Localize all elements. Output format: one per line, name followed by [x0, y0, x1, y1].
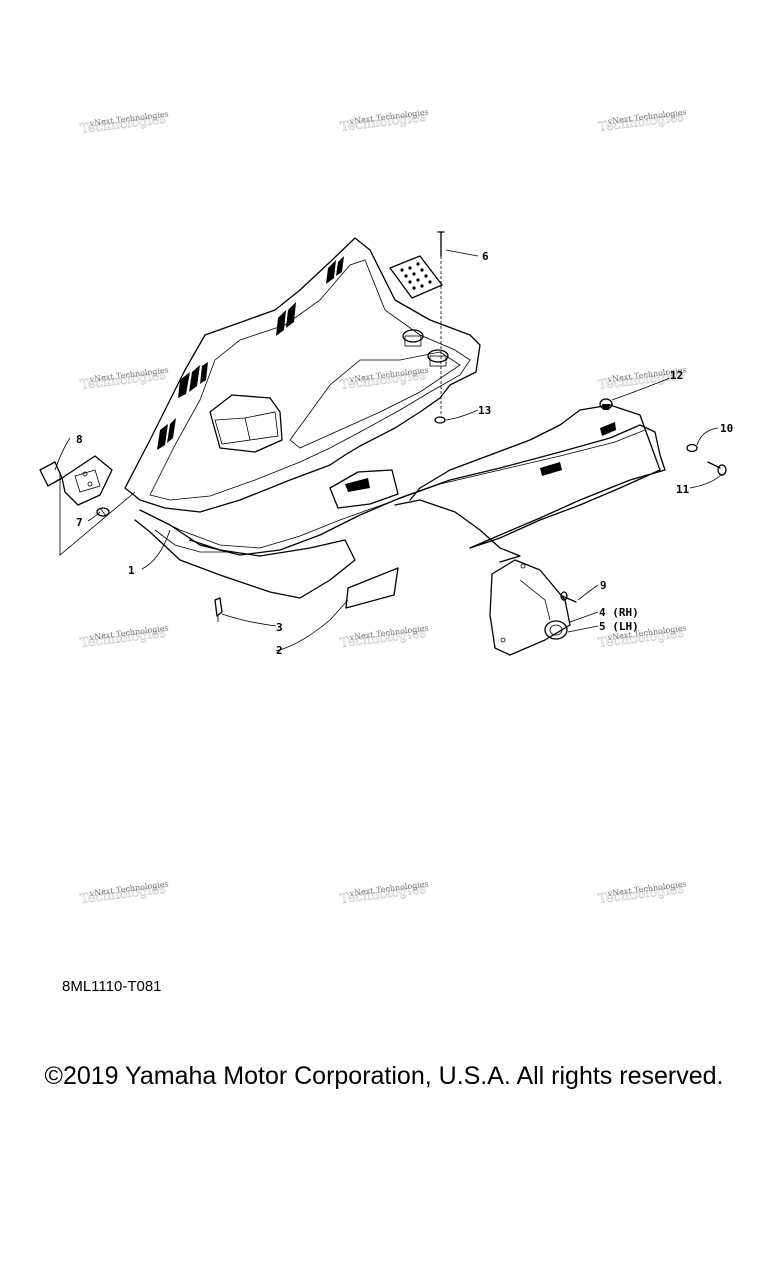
- watermark: Technologies vNext Technologies: [597, 879, 687, 907]
- nut-part-13: [434, 416, 446, 424]
- watermark: Technologies vNext Technologies: [339, 623, 429, 651]
- callout-1: 1: [128, 564, 135, 577]
- callout-8: 8: [76, 433, 83, 446]
- callout-9: 9: [600, 579, 607, 592]
- bolt-part-6: [437, 231, 445, 416]
- callout-2: 2: [276, 644, 283, 657]
- callout-6: 6: [482, 250, 489, 263]
- screw-part-7: [96, 507, 110, 517]
- rivet-part-3: [214, 597, 223, 622]
- skid-strip-part-2: [345, 567, 399, 609]
- watermark: Technologies vNext Technologies: [339, 879, 429, 907]
- callout-12: 12: [670, 369, 683, 382]
- callouts: 1 2 3 4 (RH) 5 (LH) 6 7 8 9 10 11 12 13: [76, 250, 733, 657]
- bolt-part-11: [707, 461, 727, 476]
- callout-11: 11: [676, 483, 690, 496]
- callout-10: 10: [720, 422, 733, 435]
- bracket-part-8: [39, 455, 113, 506]
- callout-3: 3: [276, 621, 283, 634]
- leader-lines: [54, 249, 723, 652]
- callout-4: 4 (RH): [599, 606, 639, 619]
- nut-part-12: [599, 398, 613, 410]
- belly-pan-part-1: [124, 237, 666, 599]
- washer-part-10: [686, 443, 698, 453]
- copyright-notice: ©2019 Yamaha Motor Corporation, U.S.A. A…: [44, 1062, 724, 1090]
- tail-light-part-4-5: [489, 559, 571, 656]
- callout-7: 7: [76, 516, 83, 529]
- watermark: Technologies vNext Technologies: [339, 365, 429, 393]
- watermarks: Technologies vNext Technologies Technolo…: [79, 107, 687, 907]
- watermark: Technologies vNext Technologies: [79, 365, 169, 393]
- callout-13: 13: [478, 404, 491, 417]
- watermark: Technologies vNext Technologies: [339, 107, 429, 135]
- watermark: Technologies vNext Technologies: [597, 107, 687, 135]
- screw-part-9: [560, 591, 577, 603]
- watermark: Technologies vNext Technologies: [79, 109, 169, 137]
- drawing-code: 8ML1110-T081: [62, 978, 162, 995]
- watermark: Technologies vNext Technologies: [79, 623, 169, 651]
- skid-plate: [389, 255, 443, 299]
- callout-5: 5 (LH): [599, 620, 639, 633]
- watermark: Technologies vNext Technologies: [79, 879, 169, 907]
- vent-slots: [157, 256, 616, 476]
